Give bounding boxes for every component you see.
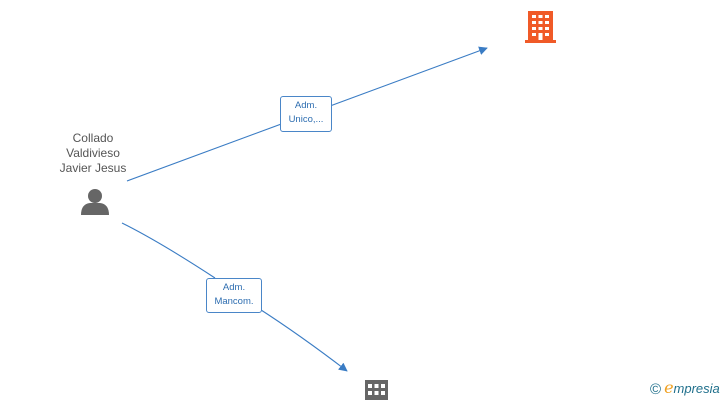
relation-label[interactable]: Adm. Mancom.	[206, 278, 262, 313]
person-name-line: Valdivieso	[66, 146, 120, 160]
building-icon[interactable]	[365, 380, 388, 400]
relation-label-line: Adm.	[222, 282, 246, 293]
copyright-symbol: ©	[650, 381, 662, 398]
edge-person-to-company-2	[121, 222, 347, 371]
empresia-watermark: ©empresia	[650, 378, 720, 398]
building-icon[interactable]	[525, 11, 556, 43]
person-icon[interactable]	[81, 189, 109, 215]
relation-label-line: Adm.	[294, 100, 318, 111]
person-name-line: Javier Jesus	[59, 161, 127, 175]
relation-label[interactable]: Adm. Unico,...	[280, 96, 332, 132]
person-name[interactable]: Collado Valdivieso Javier Jesus	[52, 131, 134, 176]
relation-label-line: Mancom.	[214, 296, 254, 307]
person-name-line: Collado	[72, 131, 114, 145]
brand-name: mpresia	[673, 381, 720, 396]
brand-initial: e	[664, 378, 674, 397]
relation-label-line: Unico,...	[288, 114, 324, 125]
